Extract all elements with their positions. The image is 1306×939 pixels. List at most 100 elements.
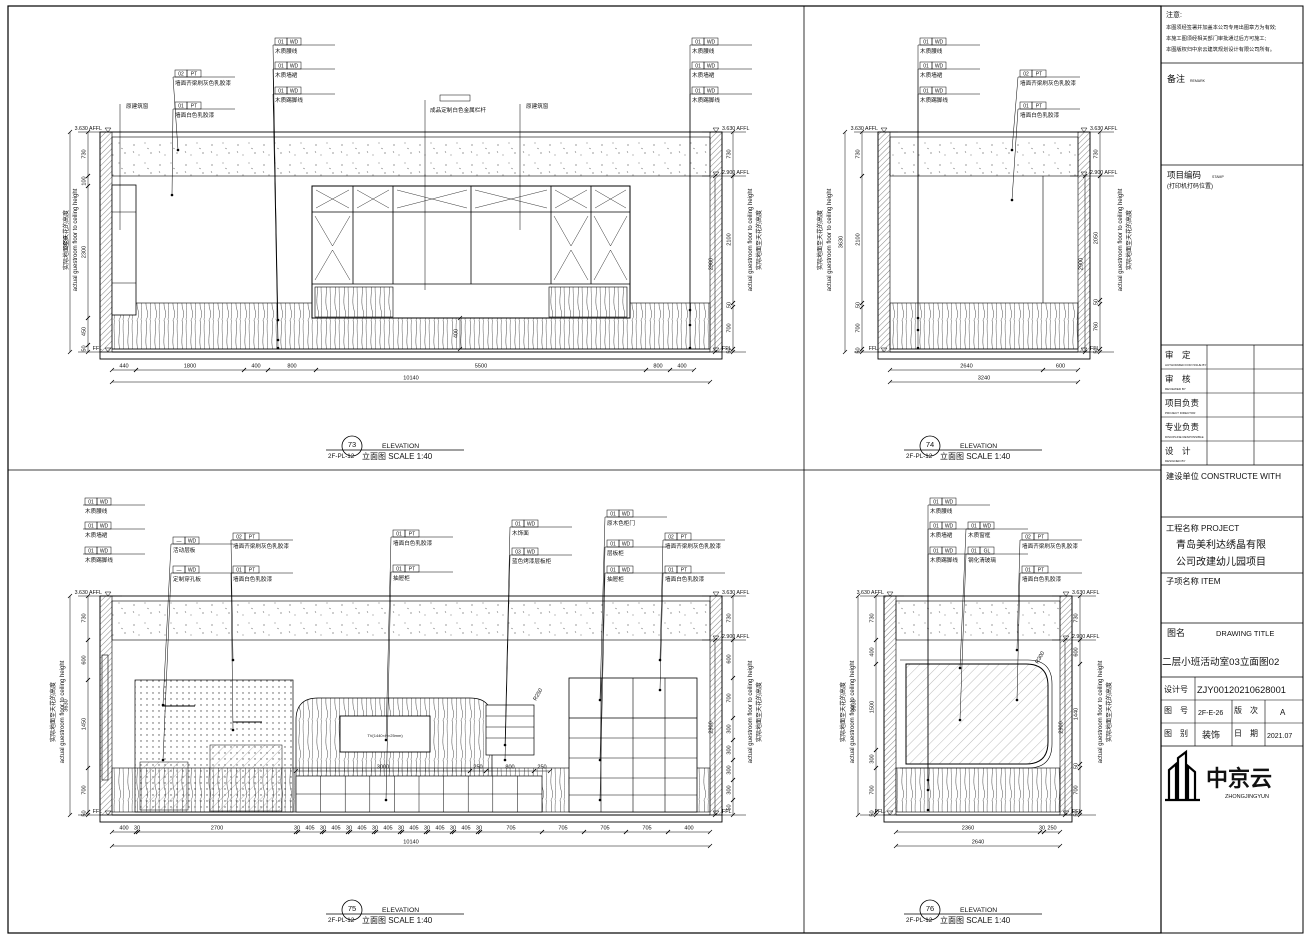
tag-material: WD xyxy=(188,539,197,545)
tag-code: 01 xyxy=(923,40,929,46)
drawing-label: 图名 xyxy=(1167,627,1185,638)
tag-code: 01 xyxy=(278,40,284,46)
tag-material: WD xyxy=(945,500,954,506)
dimension-text: 705 xyxy=(600,826,609,832)
dimension-tick xyxy=(730,304,736,310)
tag-material: WD xyxy=(527,550,536,556)
dimension-text: 400 xyxy=(870,647,876,656)
tag-description: 层板柜 xyxy=(607,549,624,557)
dimension-tick xyxy=(373,829,379,835)
window-sash-indicator xyxy=(553,215,589,281)
dimension-text: 705 xyxy=(506,826,515,832)
note-tag-box xyxy=(439,94,471,102)
window-frame xyxy=(900,659,1053,769)
level-marker: 2.900 AFFL xyxy=(702,634,749,641)
wall-section-right xyxy=(709,595,723,816)
level-label: 3.630 AFFL xyxy=(722,126,749,132)
dimension-text: 1440 xyxy=(1074,708,1080,720)
dimension-tick xyxy=(1041,829,1047,835)
dimension-text: 700 xyxy=(856,323,862,332)
tag-description: 墙面白色乳胶漆 xyxy=(233,575,273,583)
dimension-tick xyxy=(293,768,299,774)
dimension-text: 3630 xyxy=(839,236,845,248)
height-note-en: actual guestroom floor to ceiling height xyxy=(1098,660,1104,763)
tag-leader-dot xyxy=(170,193,174,197)
elevation-title: ELEVATION xyxy=(960,443,997,450)
tag-material: WD xyxy=(707,64,716,70)
window-glazing xyxy=(905,663,1049,765)
dimension-tick xyxy=(1077,593,1083,599)
dimension-tick xyxy=(531,768,537,774)
tag-code: 01 xyxy=(610,512,616,518)
tag-leader xyxy=(599,516,606,701)
wall-section-right xyxy=(1077,131,1091,353)
dimension-text: 705 xyxy=(642,826,651,832)
window-top-light xyxy=(315,189,350,209)
dimension-text: 600 xyxy=(82,655,88,664)
tag-description: 钢化清玻璃 xyxy=(968,556,996,564)
remarks-label: 备注 xyxy=(1167,73,1185,84)
dimension-tick xyxy=(85,342,91,348)
height-note-cn: 实际地面至天花的高度 xyxy=(62,210,70,270)
side-post xyxy=(101,654,109,781)
design-no: ZJY00120210628001 xyxy=(1197,685,1286,695)
tag-code: 01 xyxy=(923,64,929,70)
elevation-ref: 2F-PL-12 xyxy=(906,453,933,460)
dimension-text: 700 xyxy=(727,323,733,332)
level-label: FFL xyxy=(1072,809,1081,815)
dimension-text: 50 xyxy=(856,302,862,308)
dimension-tick xyxy=(1040,367,1046,373)
version-label: 版 次 xyxy=(1234,705,1258,715)
tag-material: WD xyxy=(290,89,299,95)
tag-material: WD xyxy=(707,40,716,46)
dimension-tick xyxy=(893,829,899,835)
dimension-tick xyxy=(67,812,73,818)
dimension-text: 800 xyxy=(505,765,514,771)
tag-material: GL xyxy=(984,549,991,555)
dimension-tick xyxy=(859,173,865,179)
tag-leader-dot xyxy=(384,798,388,802)
wall-section-left xyxy=(877,131,891,353)
dimension-tick xyxy=(1082,173,1088,179)
window-top-light xyxy=(356,189,390,209)
level-triangle xyxy=(886,591,894,597)
dimension-tick xyxy=(1077,809,1083,815)
tag-code: 02 xyxy=(1023,72,1029,78)
dimension-text: 405 xyxy=(305,826,314,832)
round-shelf xyxy=(485,704,535,756)
dimension-tick xyxy=(399,829,405,835)
tag-description: 木质墙裙 xyxy=(920,71,943,79)
dimension-text: 600 xyxy=(727,654,733,663)
tag-description: 木质墙裙 xyxy=(275,71,298,79)
window-sash-indicator xyxy=(314,215,351,281)
dimension-text: 400 xyxy=(119,826,128,832)
dimension-text: 300 xyxy=(727,745,733,754)
dimension-tick xyxy=(321,829,327,835)
elevation-scale: 立面图 SCALE 1:40 xyxy=(362,915,433,925)
level-marker: FFL xyxy=(702,809,746,816)
tag-material: WD xyxy=(290,64,299,70)
tag-description: 木质踢脚线 xyxy=(275,96,303,104)
dimension-tick xyxy=(691,367,697,373)
dimension-text: 30 xyxy=(424,826,430,832)
tag-code: 01 xyxy=(278,89,284,95)
dimension-tick xyxy=(449,829,455,835)
tag-description: 墙面齐梁刷灰色乳胶漆 xyxy=(665,542,721,550)
dimension-tick xyxy=(425,829,431,835)
tag-description: 墙面齐梁刷灰色乳胶漆 xyxy=(233,542,289,550)
dimension-text: 3630 xyxy=(64,236,70,248)
tag-material: PT xyxy=(1036,104,1042,110)
level-marker: FFL xyxy=(702,346,746,353)
dimension-tick xyxy=(1075,367,1081,373)
dimension-text: 730 xyxy=(1074,613,1080,622)
dimension-text: 2100 xyxy=(727,233,733,245)
dimension-tick xyxy=(109,843,115,849)
dimension-text: 700 xyxy=(82,785,88,794)
tag-description: 抽屉柜 xyxy=(393,574,410,582)
tag-description: 墙面白色乳胶漆 xyxy=(393,539,433,547)
